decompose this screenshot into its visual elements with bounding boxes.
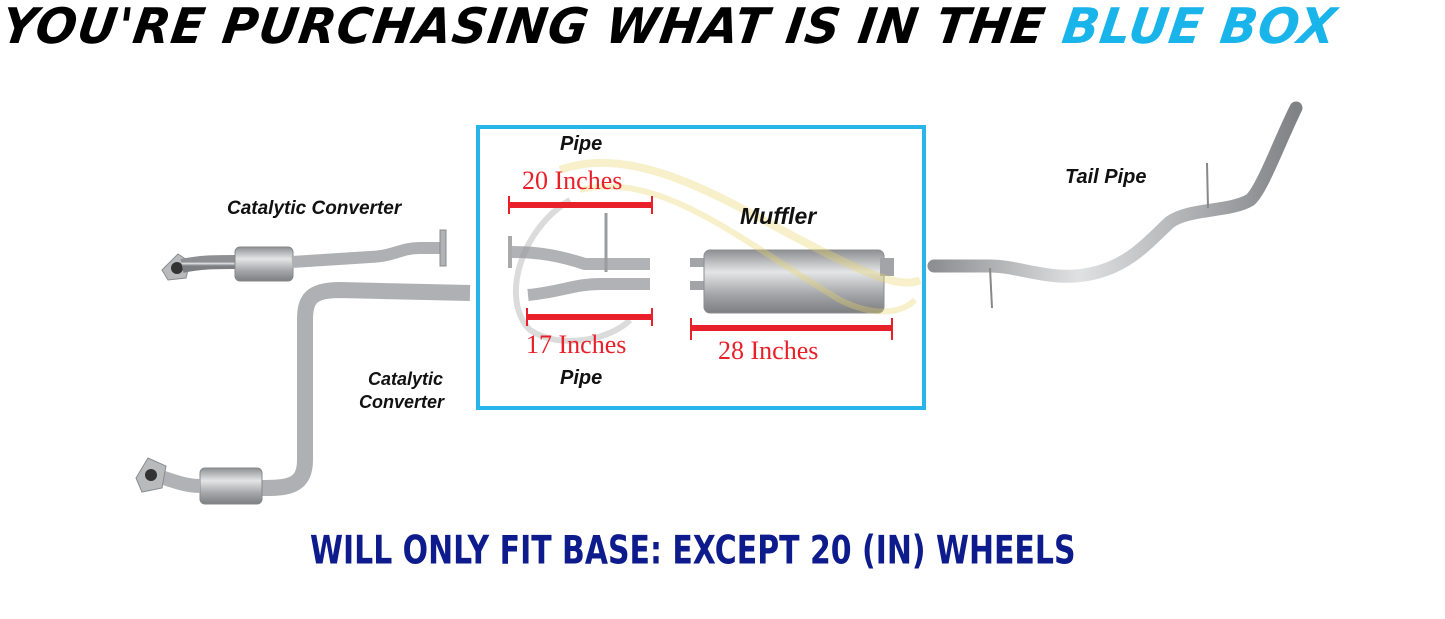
- dimension-bars: [508, 196, 893, 340]
- intermediate-pipes-part: [508, 213, 650, 301]
- muffler-part: [690, 249, 894, 314]
- label-catalytic-converter-top: Catalytic Converter: [227, 198, 402, 219]
- label-tail-pipe: Tail Pipe: [1065, 166, 1147, 188]
- label-pipe-bottom: Pipe: [560, 367, 603, 389]
- catalytic-converter-bottom-part: [135, 282, 471, 505]
- label-catalytic-converter-bottom-line1: Catalytic: [368, 369, 444, 389]
- catalytic-converter-top-part: [161, 229, 447, 282]
- label-catalytic-converter-bottom-line2: Converter: [359, 392, 445, 412]
- dimension-muffler: 28 Inches: [718, 336, 819, 365]
- purchase-highlight-box: [476, 125, 926, 410]
- dimension-pipe-bottom: 17 Inches: [526, 330, 627, 359]
- tail-pipe-part: [927, 101, 1303, 309]
- watermark-logo: [513, 158, 922, 344]
- fitment-notice: WILL ONLY FIT BASE: EXCEPT 20 (IN) WHEEL…: [310, 528, 1076, 574]
- dimension-pipe-top: 20 Inches: [522, 166, 623, 195]
- label-muffler: Muffler: [740, 203, 817, 229]
- label-pipe-top: Pipe: [560, 133, 603, 155]
